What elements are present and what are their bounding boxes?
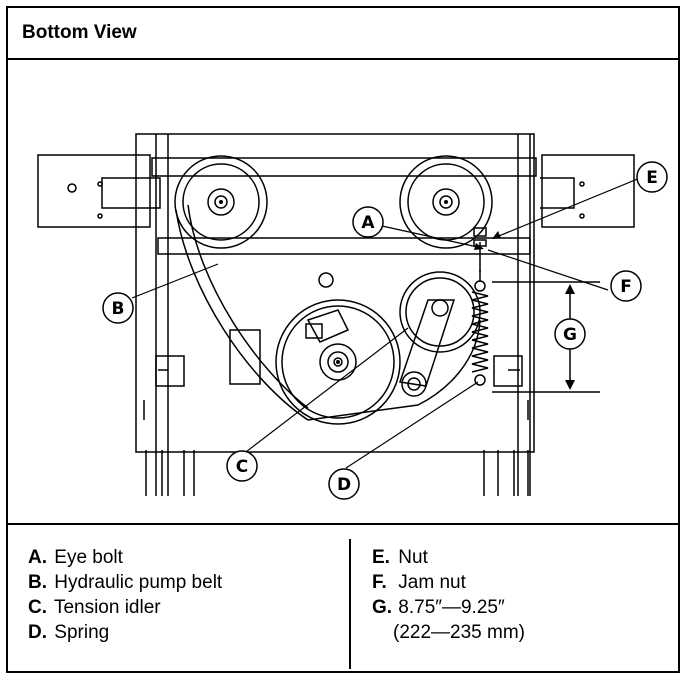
right-side-rail xyxy=(541,154,635,228)
nut xyxy=(473,227,487,237)
callout-a-bubble xyxy=(352,206,384,238)
mounting-plate xyxy=(135,133,535,453)
legend-item-d: D. Spring xyxy=(28,622,110,643)
diagram-svg: A B C D E F G xyxy=(37,133,668,500)
callout-c-bubble xyxy=(226,450,258,482)
legend-left-column: A. Eye bolt B. Hydraulic pump belt C. Te… xyxy=(28,545,222,645)
callout-d: D xyxy=(337,475,351,495)
legend-item-e: E. Nut xyxy=(372,547,428,568)
callout-b-bubble xyxy=(102,292,134,324)
legend-item-g: G. 8.75″—9.25″ xyxy=(372,597,505,618)
callout-f-bubble xyxy=(610,270,642,302)
callout-c: C xyxy=(236,457,248,477)
legend-divider xyxy=(349,539,351,669)
legend-item-g-metric: (222—235 mm) xyxy=(393,622,525,643)
tension-idler xyxy=(399,271,481,397)
legend-item-b: B. Hydraulic pump belt xyxy=(28,572,223,593)
legend: A. Eye bolt B. Hydraulic pump belt C. Te… xyxy=(8,525,678,671)
callout-e-bubble xyxy=(636,161,668,193)
callout-g-bubble xyxy=(554,318,586,350)
callout-a: A xyxy=(361,213,375,233)
legend-right-column: E. Nut F. Jam nut G. 8.75″—9.25″ (222—23… xyxy=(372,545,525,645)
right-drive-pulley xyxy=(399,155,493,249)
title-bar: Bottom View xyxy=(8,8,678,60)
callout-e: E xyxy=(646,168,658,188)
pump-pulley xyxy=(275,299,401,425)
left-side-rail xyxy=(37,154,151,228)
legend-item-f: F. Jam nut xyxy=(372,572,466,593)
hydraulic-pump-belt-path xyxy=(175,209,481,421)
figure-title: Bottom View xyxy=(22,22,137,43)
callout-b: B xyxy=(112,299,125,319)
legend-item-c: C. Tension idler xyxy=(28,597,161,618)
legend-item-a: A. Eye bolt xyxy=(28,547,123,568)
left-drive-pulley xyxy=(174,155,268,249)
callout-g: G xyxy=(563,325,577,345)
callout-f: F xyxy=(620,277,632,297)
callout-d-bubble xyxy=(328,468,360,500)
figure-frame: Bottom View xyxy=(6,6,680,673)
cross-beam xyxy=(151,157,537,177)
bottom-view-diagram: A B C D E F G xyxy=(8,60,678,525)
